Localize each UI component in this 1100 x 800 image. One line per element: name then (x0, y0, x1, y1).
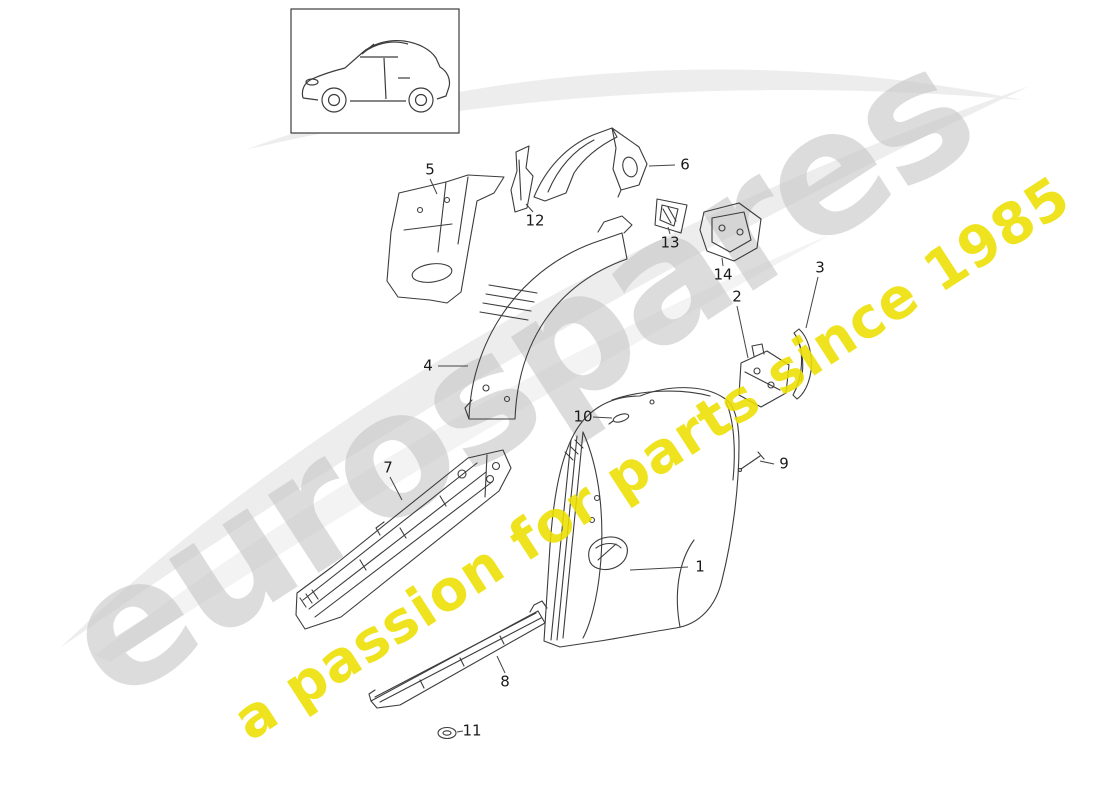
car-thumbnail (290, 8, 460, 134)
part-drawing-11 (437, 726, 457, 740)
part-drawing-13 (654, 198, 688, 234)
part-label-1[interactable]: 1 (695, 557, 705, 576)
part-label-5[interactable]: 5 (425, 160, 435, 179)
part-drawing-7 (295, 449, 512, 630)
part-label-13[interactable]: 13 (660, 233, 680, 252)
part-drawing-10 (608, 413, 630, 425)
part-drawing-5 (386, 174, 505, 304)
part-label-14[interactable]: 14 (713, 265, 733, 284)
part-drawing-2 (738, 343, 790, 408)
part-label-3[interactable]: 3 (815, 258, 825, 277)
part-label-11[interactable]: 11 (462, 721, 482, 740)
leader-lines (389, 164, 819, 733)
part-label-2[interactable]: 2 (732, 287, 742, 306)
part-label-7[interactable]: 7 (383, 458, 393, 477)
part-drawing-3 (792, 328, 812, 400)
part-drawing-14 (699, 202, 762, 262)
part-drawing-6 (533, 127, 648, 202)
part-drawing-1 (543, 387, 740, 648)
part-label-8[interactable]: 8 (500, 672, 510, 691)
swoosh-graphics (60, 69, 1030, 662)
part-label-6[interactable]: 6 (680, 155, 690, 174)
part-label-9[interactable]: 9 (779, 454, 789, 473)
part-label-4[interactable]: 4 (423, 356, 433, 375)
part-drawing-12 (510, 145, 534, 213)
part-label-12[interactable]: 12 (525, 211, 545, 230)
part-drawing-4 (464, 215, 633, 420)
part-drawing-9 (737, 451, 765, 473)
part-drawing-8 (368, 600, 548, 709)
part-label-10[interactable]: 10 (573, 407, 593, 426)
